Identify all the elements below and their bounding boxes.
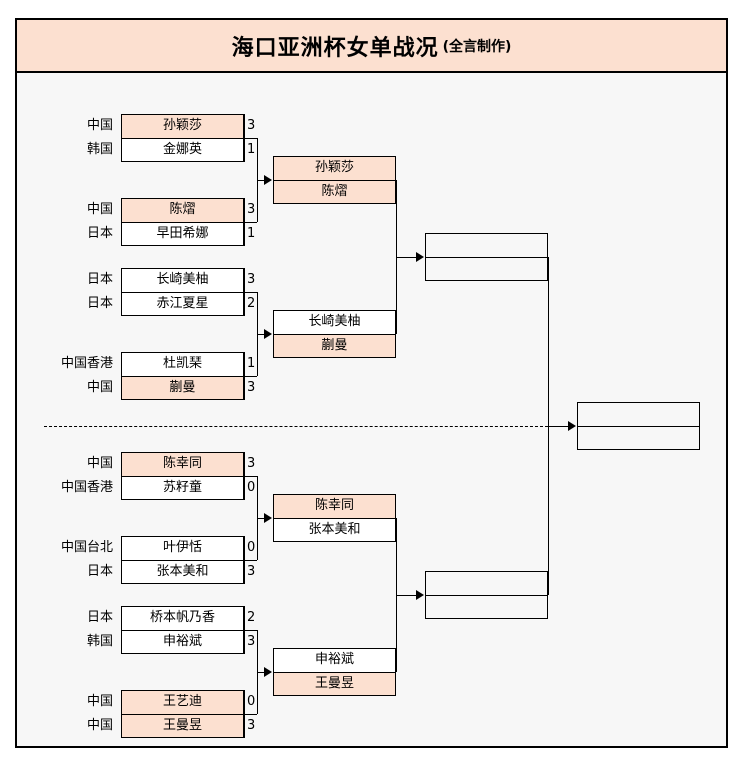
connector-line <box>244 292 257 293</box>
connector-arrow <box>264 175 272 185</box>
country-label: 中国香港 <box>60 480 113 495</box>
round2-name-cell[interactable]: 申裕斌 <box>273 648 396 672</box>
round2-name-cell[interactable]: 孙颖莎 <box>273 156 396 180</box>
player-score: 3 <box>247 380 256 395</box>
player-name-cell[interactable]: 长崎美柚 <box>121 268 244 292</box>
round2-name-cell[interactable]: 蒯曼 <box>273 334 396 358</box>
semifinal-name-cell[interactable] <box>425 233 548 257</box>
player-name-cell[interactable]: 杜凯琹 <box>121 352 244 376</box>
connector-line <box>244 376 257 377</box>
player-name-cell[interactable]: 苏籽童 <box>121 476 244 500</box>
semifinal-name-cell[interactable] <box>425 595 548 619</box>
country-label: 日本 <box>86 296 113 311</box>
title-bar: 海口亚洲杯女单战况 (全言制作) <box>17 20 726 73</box>
player-score: 0 <box>247 480 256 495</box>
country-label: 中国 <box>86 456 113 471</box>
player-score: 3 <box>247 202 256 217</box>
round2-name-cell[interactable]: 王曼昱 <box>273 672 396 696</box>
connector-line <box>244 714 257 715</box>
connector-line <box>244 630 257 631</box>
connector-line <box>244 560 257 561</box>
player-score: 3 <box>247 564 256 579</box>
player-name-cell[interactable]: 叶伊恬 <box>121 536 244 560</box>
player-name-cell[interactable]: 王艺迪 <box>121 690 244 714</box>
player-score: 1 <box>247 142 256 157</box>
country-label: 韩国 <box>86 634 113 649</box>
player-score: 3 <box>247 634 256 649</box>
round2-name-cell[interactable]: 陈熠 <box>273 180 396 204</box>
player-name-cell[interactable]: 蒯曼 <box>121 376 244 400</box>
connector-line <box>257 180 265 181</box>
country-label: 日本 <box>86 610 113 625</box>
connector-line <box>257 672 265 673</box>
player-name-cell[interactable]: 张本美和 <box>121 560 244 584</box>
final-name-cell[interactable] <box>577 426 700 450</box>
country-label: 中国 <box>86 202 113 217</box>
country-label: 韩国 <box>86 142 113 157</box>
page-title: 海口亚洲杯女单战况 <box>231 35 439 61</box>
connector-arrow <box>568 421 576 431</box>
player-name-cell[interactable]: 桥本帆乃香 <box>121 606 244 630</box>
country-label: 日本 <box>86 226 113 241</box>
player-score: 2 <box>247 296 256 311</box>
country-label: 中国 <box>86 380 113 395</box>
country-label: 日本 <box>86 272 113 287</box>
page-subtitle: (全言制作) <box>442 38 512 55</box>
connector-arrow <box>264 513 272 523</box>
country-label: 中国 <box>86 694 113 709</box>
player-score: 0 <box>247 694 256 709</box>
connector-arrow <box>264 667 272 677</box>
connector-arrow <box>264 329 272 339</box>
player-score: 3 <box>247 718 256 733</box>
connector-line <box>396 595 417 596</box>
country-label: 中国 <box>86 118 113 133</box>
round2-name-cell[interactable]: 长崎美柚 <box>273 310 396 334</box>
round2-name-cell[interactable]: 陈幸同 <box>273 494 396 518</box>
player-score: 2 <box>247 610 256 625</box>
player-name-cell[interactable]: 赤江夏星 <box>121 292 244 316</box>
player-score: 3 <box>247 118 256 133</box>
final-name-cell[interactable] <box>577 402 700 426</box>
connector-arrow <box>416 590 424 600</box>
player-score: 0 <box>247 540 256 555</box>
connector-line <box>244 476 257 477</box>
connector-line <box>257 518 265 519</box>
country-label: 日本 <box>86 564 113 579</box>
player-name-cell[interactable]: 王曼昱 <box>121 714 244 738</box>
connector-line <box>257 334 265 335</box>
player-score: 1 <box>247 226 256 241</box>
connector-arrow <box>416 252 424 262</box>
player-name-cell[interactable]: 陈幸同 <box>121 452 244 476</box>
connector-line <box>548 426 569 427</box>
player-score: 1 <box>247 356 256 371</box>
half-divider <box>44 426 548 427</box>
player-name-cell[interactable]: 申裕斌 <box>121 630 244 654</box>
player-score: 3 <box>247 456 256 471</box>
round2-name-cell[interactable]: 张本美和 <box>273 518 396 542</box>
country-label: 中国 <box>86 718 113 733</box>
country-label: 中国香港 <box>60 356 113 371</box>
country-label: 中国台北 <box>60 540 113 555</box>
semifinal-name-cell[interactable] <box>425 257 548 281</box>
connector-line <box>244 222 257 223</box>
player-name-cell[interactable]: 金娜英 <box>121 138 244 162</box>
player-name-cell[interactable]: 孙颖莎 <box>121 114 244 138</box>
connector-line <box>244 138 257 139</box>
semifinal-name-cell[interactable] <box>425 571 548 595</box>
player-name-cell[interactable]: 早田希娜 <box>121 222 244 246</box>
player-score: 3 <box>247 272 256 287</box>
connector-line <box>396 257 417 258</box>
player-name-cell[interactable]: 陈熠 <box>121 198 244 222</box>
